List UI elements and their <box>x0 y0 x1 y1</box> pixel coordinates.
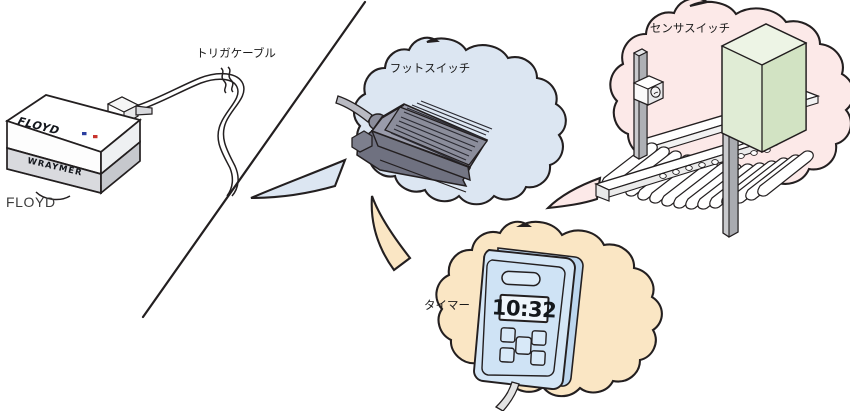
diagonal-separator-line <box>141 0 367 319</box>
foot-switch-cable-sleeve <box>335 95 373 123</box>
timer-cable-sleeve <box>494 381 520 411</box>
sensor-lens <box>650 86 661 98</box>
timer-lcd-panel <box>498 293 550 324</box>
trigger-cable-path-inner <box>136 78 239 197</box>
trigger-cable: トリガケーブル <box>135 46 276 197</box>
trigger-cable-break-mark <box>220 67 227 94</box>
device-bottom-edge <box>6 168 102 194</box>
foot-switch-illustration <box>335 95 493 193</box>
bubble-sensor-switch: センサスイッチ <box>545 0 850 238</box>
foot-switch-treads <box>390 100 493 165</box>
conveyor-front-rail-face <box>595 183 610 202</box>
device-led-red <box>93 135 98 139</box>
timer-button-4[interactable] <box>530 350 546 366</box>
bubble-timer: 10:32 タイマー <box>370 195 663 411</box>
timer-display-value: 10:32 <box>491 295 557 322</box>
device-caption: FLOYD <box>6 194 56 210</box>
bubble-timer-tail <box>370 195 412 272</box>
foot-switch-pedal-edge <box>371 104 405 132</box>
foot-switch-base-shadow <box>379 159 467 193</box>
bubble-timer-label: タイマー <box>424 298 470 312</box>
sensor-switch-illustration <box>594 23 821 238</box>
device-foot <box>35 191 71 201</box>
timer-speaker-slot <box>501 270 541 287</box>
trigger-cable-path-outer <box>135 72 245 197</box>
trigger-cable-label: トリガケーブル <box>196 46 276 60</box>
timer-buttons[interactable] <box>499 327 547 366</box>
product-box <box>720 23 808 154</box>
timer-button-3[interactable] <box>499 347 515 363</box>
foot-switch-base-nub <box>351 130 373 153</box>
timer-illustration: 10:32 <box>473 247 584 411</box>
timer-button-center[interactable] <box>514 336 532 355</box>
floyd-device: FLOYD WRAYMER FLOYD <box>4 94 153 210</box>
timer-button-1[interactable] <box>500 327 516 343</box>
device-led-blue <box>82 132 87 136</box>
bubble-foot-switch-label: フットスイッチ <box>390 61 471 75</box>
timer-button-2[interactable] <box>531 330 547 346</box>
bubble-foot-switch: フットスイッチ <box>250 36 567 206</box>
bubble-sensor-switch-label: センサスイッチ <box>650 21 730 35</box>
device-shell-seam <box>6 141 141 175</box>
conveyor-roller-pins <box>659 147 771 179</box>
sensor-head <box>632 75 665 106</box>
sensor-post-right <box>721 111 740 238</box>
trigger-cable-break-mark-2 <box>227 66 234 93</box>
bubble-foot-switch-tail <box>250 158 347 200</box>
bubble-sensor-switch-tail <box>545 176 602 210</box>
